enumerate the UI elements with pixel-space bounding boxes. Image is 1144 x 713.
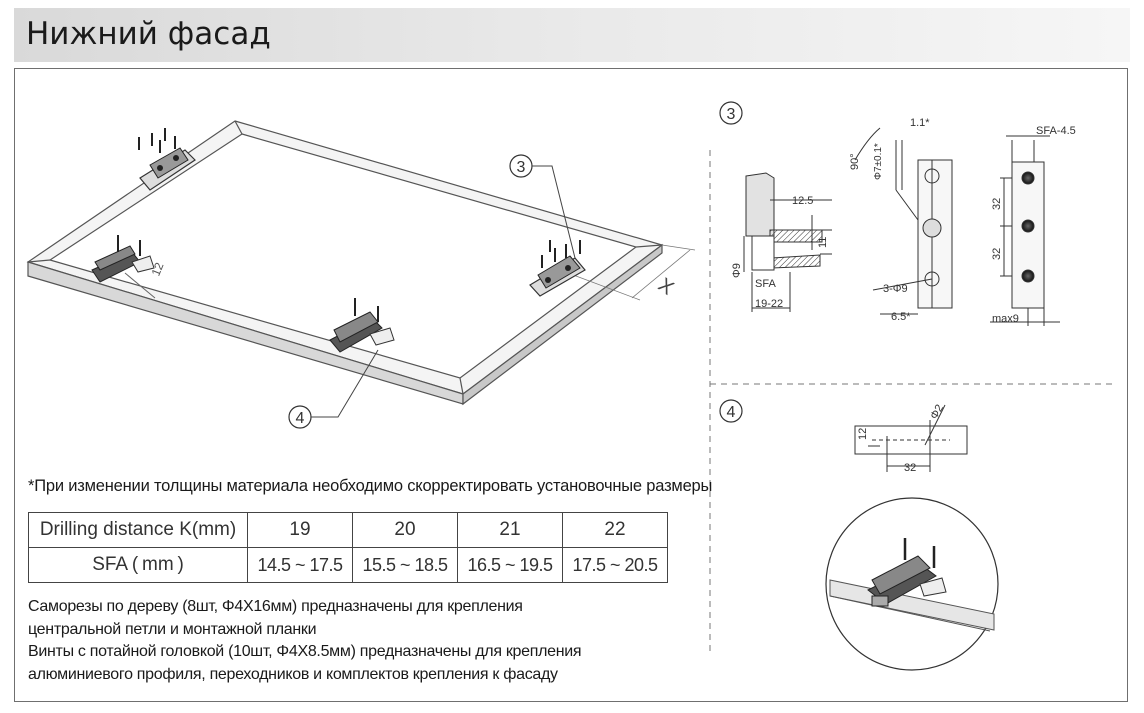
description-line: Винты с потайной головкой (10шт, Φ4X8.5м… <box>28 643 582 660</box>
table-cell: 14.5 ~ 17.5 <box>247 547 353 583</box>
dim-32-top: 32 <box>991 198 1003 210</box>
dim-p4-phi2: Φ2 <box>928 403 946 422</box>
detail-4-zoom-circle <box>825 497 999 671</box>
table-row: Drilling distance K(mm) 19 20 21 22 <box>28 512 668 548</box>
content-frame <box>14 68 1128 702</box>
table-cell: 19 <box>247 512 353 548</box>
dim-32-bottom: 32 <box>991 248 1003 260</box>
description-line: Саморезы по дереву (8шт, Φ4X16мм) предна… <box>28 598 523 615</box>
table-cell: 17.5 ~ 20.5 <box>562 547 668 583</box>
dim-p4-12: 12 <box>857 428 869 440</box>
table-cell: 21 <box>457 512 563 548</box>
screws-description: Саморезы по дереву (8шт, Φ4X16мм) предна… <box>28 596 582 686</box>
dim-3-phi9: 3-Φ9 <box>883 283 908 295</box>
callout-3-label: 3 <box>517 159 526 176</box>
dim-sfa-4-5: SFA-4.5 <box>1036 125 1076 137</box>
row-label-drilling: Drilling distance K(mm) <box>28 512 248 548</box>
hinge-top-left <box>138 128 196 191</box>
callout-4-leader <box>311 349 379 418</box>
table-cell: 22 <box>562 512 668 548</box>
dim-sfa: SFA <box>755 278 776 290</box>
table-cell: 15.5 ~ 18.5 <box>352 547 458 583</box>
k-dimension-line <box>124 272 156 299</box>
dim-12-5: 12.5 <box>792 195 813 207</box>
detail-3-plate-front <box>990 135 1060 326</box>
dim-90deg: 90° <box>849 153 861 170</box>
detail-4-marker <box>719 399 743 423</box>
mounting-plate-left <box>91 235 155 283</box>
callout-4-label: 4 <box>296 410 305 427</box>
dim-6-5: 6.5* <box>891 311 911 323</box>
frame-isometric <box>26 120 696 406</box>
dim-phi7: Φ7±0.1* <box>873 143 884 180</box>
detail-3-label: 3 <box>727 106 736 123</box>
table-cell: 16.5 ~ 19.5 <box>457 547 563 583</box>
dim-19-22: 19-22 <box>755 298 783 310</box>
dim-1-1: 1.1* <box>910 117 930 129</box>
description-line: центральной петли и монтажной планки <box>28 620 317 638</box>
page-title: Нижний фасад <box>26 16 271 52</box>
table-row: SFA ( mm ) 14.5 ~ 17.5 15.5 ~ 18.5 16.5 … <box>28 547 668 583</box>
callout-3-leader <box>532 165 576 259</box>
detail-3-hinge-side <box>854 127 953 315</box>
hinge-right <box>529 240 586 297</box>
row-label-sfa: SFA ( mm ) <box>28 547 248 583</box>
dim-max9: max9 <box>992 313 1019 325</box>
detail-3-marker <box>719 101 743 125</box>
table-cell: 20 <box>352 512 458 548</box>
detail-4-drill-plan <box>854 404 968 472</box>
mounting-plate-middle <box>329 298 395 353</box>
detail-4-label: 4 <box>727 404 736 421</box>
dim-p4-32: 32 <box>904 462 916 474</box>
title-bar: Нижний фасад <box>14 8 1130 62</box>
dim-phi9: Φ9 <box>731 263 743 278</box>
dim-11: 11 <box>817 237 829 248</box>
adjustment-note: *При изменении толщины материала необход… <box>28 477 713 495</box>
description-line: алюминиевого профиля, переходников и ком… <box>28 665 558 683</box>
drilling-table: Drilling distance K(mm) 19 20 21 22 SFA … <box>28 512 668 583</box>
x-dimension-label: X <box>654 274 678 300</box>
detail-3-section-view <box>743 172 832 312</box>
